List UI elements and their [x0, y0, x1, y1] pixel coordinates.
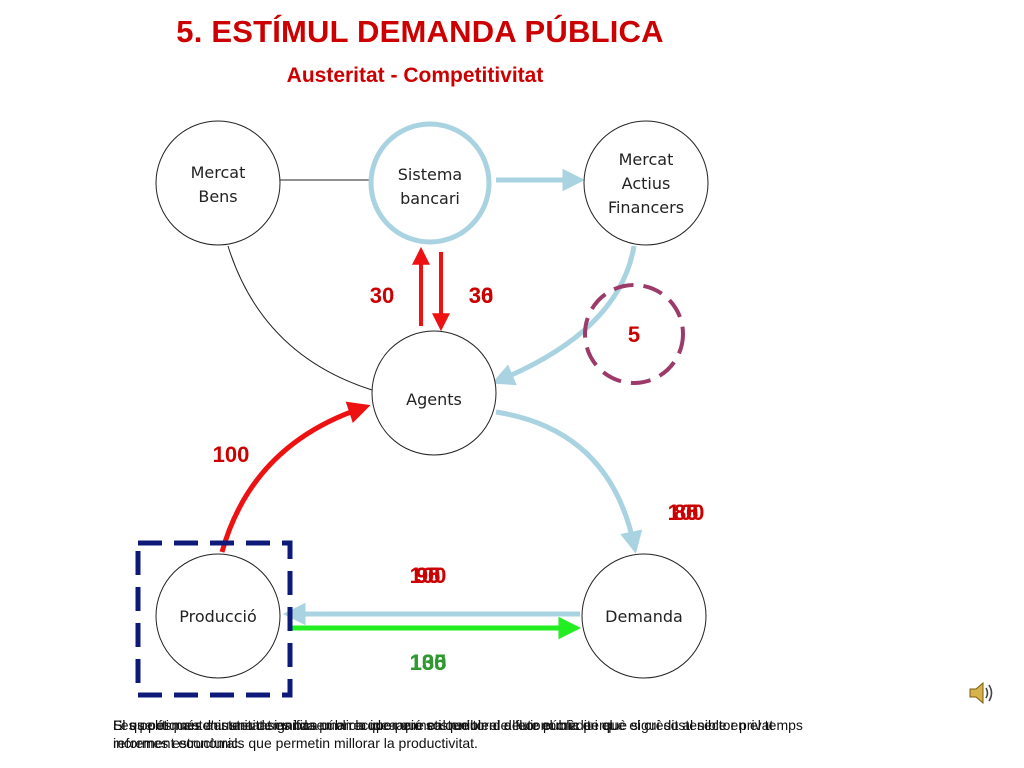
- produccio-to-agents-arrow[interactable]: [219, 401, 371, 553]
- flow-value-agents-demand: 80: [674, 500, 698, 525]
- node-mercat-actius-financers[interactable]: Mercat Actius Financers: [583, 120, 709, 246]
- caption-line: Si es pot mantenir una demanda pública q…: [113, 717, 613, 733]
- flow-value-agents-demand: 85: [674, 500, 698, 525]
- node-label: Bens: [198, 187, 237, 206]
- node-label: Producció: [179, 607, 257, 626]
- node-label: Demanda: [605, 607, 683, 626]
- flow-value-demand-to-production: 100: [410, 563, 447, 588]
- flow-value-production-income: 100: [213, 442, 250, 467]
- flow-value-credit-down: 36: [469, 283, 493, 308]
- caption-line: Les polítiques d'austeritat es basen en …: [113, 717, 803, 733]
- flow-value-demand-to-production: 95: [416, 563, 440, 588]
- flow-value-production-to-demand: 130: [410, 650, 447, 675]
- node-mercat-bens[interactable]: Mercat Bens: [155, 120, 281, 246]
- financial-return-highlight: [583, 283, 685, 385]
- node-label: Mercat: [619, 150, 674, 169]
- flow-value-production-to-demand: 100: [410, 650, 447, 675]
- node-label: Mercat: [191, 163, 246, 182]
- flow-value-demand-to-production: 90: [416, 563, 440, 588]
- actius-to-agents-arrow[interactable]: [491, 245, 637, 386]
- flow-value-credit-up: 30: [370, 283, 394, 308]
- flow-value-production-to-demand: 135: [410, 650, 447, 675]
- node-produccio[interactable]: Producció: [155, 553, 281, 679]
- node-sistema-bancari[interactable]: Sistema bancari: [368, 121, 492, 245]
- produccio-focus-box: [135, 540, 293, 698]
- agents-to-demanda-arrow[interactable]: [495, 409, 643, 554]
- flow-value-agents-demand: 100: [668, 500, 705, 525]
- flow-value-credit-down: 30: [469, 283, 493, 308]
- node-label: Actius: [622, 174, 671, 193]
- bens-agents-link: [227, 245, 373, 391]
- caption-line: reformes estructurals que permetin millo…: [113, 735, 478, 751]
- slide-subtitle: Austeritat - Competitivitat: [286, 64, 544, 87]
- node-label: Agents: [406, 390, 462, 409]
- speaker-icon[interactable]: [964, 676, 998, 710]
- node-label: bancari: [400, 189, 460, 208]
- slide-title: 5. ESTÍMUL DEMANDA PÚBLICA: [176, 14, 664, 49]
- node-label: Financers: [608, 198, 684, 217]
- caption-line: El que és més austeritat significa una r…: [113, 717, 774, 733]
- node-demanda[interactable]: Demanda: [581, 553, 707, 679]
- node-label: Sistema: [398, 165, 462, 184]
- caption-line: increment econòmic.: [113, 735, 243, 751]
- node-agents[interactable]: Agents: [371, 330, 497, 456]
- flow-value-financial-return: 5: [628, 322, 640, 347]
